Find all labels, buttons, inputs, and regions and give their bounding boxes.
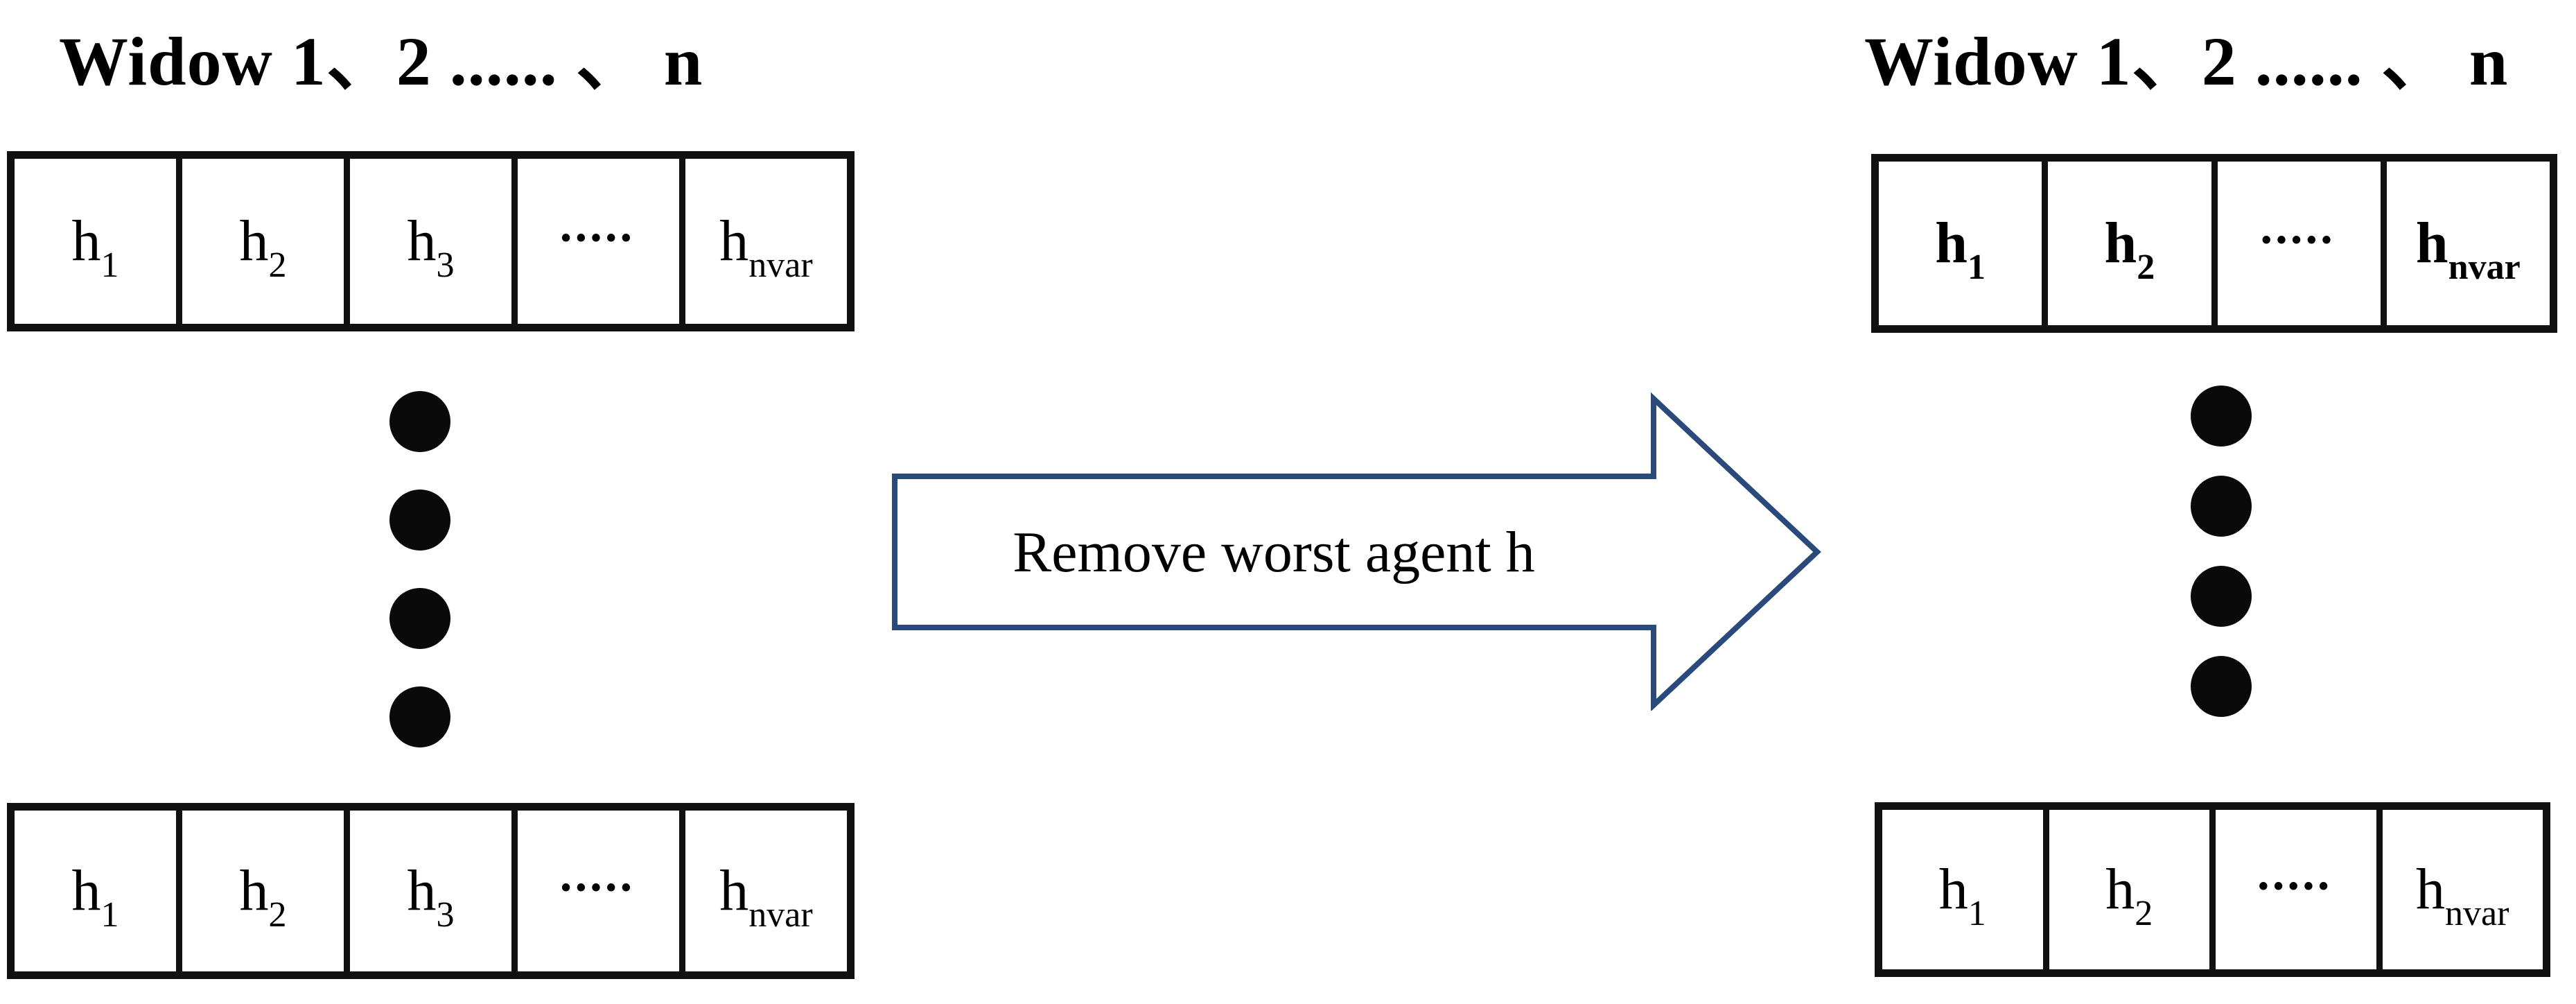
cell-subscript: 3 (436, 245, 455, 286)
horizontal-ellipsis-icon: ••••• (2261, 225, 2337, 257)
vertical-ellipsis-dot (389, 490, 450, 551)
cell-label: h2 (2105, 857, 2153, 932)
cell-label: h3 (407, 209, 454, 284)
cell-ellipsis: ••••• (511, 159, 679, 324)
left-top-agent-row: h1 h2 h3 ••••• hnvar (7, 151, 855, 331)
vertical-ellipsis-dot (2191, 656, 2252, 717)
cell-label: h2 (2104, 211, 2155, 286)
cell-base: h (239, 209, 269, 273)
process-arrow-icon (892, 392, 1821, 711)
right-windows-title: Widow 1、2 ...... 、 n (1864, 23, 2509, 100)
vertical-ellipsis-dot (389, 686, 450, 747)
cell-h1: h1 (1879, 162, 2042, 325)
cell-base: h (71, 209, 101, 273)
cell-subscript: 1 (1968, 894, 1986, 934)
cell-subscript: 2 (2135, 894, 2153, 934)
cell-h2: h2 (176, 159, 344, 324)
arrow-label: Remove worst agent h (1013, 519, 1535, 585)
cell-label: hnvar (719, 209, 813, 284)
cell-subscript: nvar (2448, 248, 2521, 288)
cell-h1: h1 (1882, 810, 2043, 969)
cell-subscript: nvar (2444, 894, 2509, 934)
vertical-ellipsis-dot (389, 588, 450, 649)
cell-base: h (407, 858, 437, 923)
cell-base: h (71, 858, 101, 923)
cell-ellipsis: ••••• (2209, 810, 2376, 969)
cell-base: h (719, 209, 749, 273)
cell-label: hnvar (719, 862, 813, 933)
cell-label: h1 (1938, 857, 1986, 932)
cell-ellipsis: ••••• (511, 811, 679, 971)
cell-base: h (239, 858, 269, 923)
vertical-ellipsis-dot (2191, 476, 2252, 537)
left-bottom-agent-row: h1 h2 h3 ••••• hnvar (7, 803, 855, 979)
horizontal-ellipsis-icon: ••••• (561, 872, 636, 904)
cell-label: h1 (1935, 211, 1986, 286)
horizontal-ellipsis-icon: ••••• (2258, 871, 2334, 903)
cell-subscript: nvar (748, 895, 813, 935)
block-arrow-shape (892, 392, 1821, 711)
cell-base: h (2105, 857, 2135, 921)
cell-label: h2 (239, 862, 286, 933)
cell-hnvar: hnvar (2376, 810, 2543, 969)
cell-subscript: 1 (100, 245, 119, 286)
cell-base: h (1938, 857, 1968, 921)
cell-label: hnvar (2415, 211, 2521, 286)
cell-base: h (1935, 211, 1968, 275)
cell-ellipsis: ••••• (2211, 162, 2381, 325)
cell-label: h1 (71, 209, 119, 284)
right-top-agent-row: h1 h2 ••••• hnvar (1871, 154, 2557, 333)
left-windows-title: Widow 1、2 ...... 、 n (59, 23, 703, 100)
cell-subscript: 2 (2137, 248, 2155, 288)
vertical-ellipsis-dot (2191, 386, 2252, 447)
vertical-ellipsis-dot (2191, 566, 2252, 627)
horizontal-ellipsis-icon: ••••• (561, 223, 636, 254)
cell-hnvar: hnvar (679, 811, 847, 971)
cell-subscript: 1 (100, 895, 119, 935)
cell-h1: h1 (15, 159, 176, 324)
cell-subscript: 1 (1967, 248, 1986, 288)
cell-hnvar: hnvar (2380, 162, 2550, 325)
cell-h2: h2 (2042, 162, 2211, 325)
left-vertical-ellipsis (389, 391, 450, 747)
cell-subscript: nvar (748, 245, 813, 286)
cell-h3: h3 (344, 159, 511, 324)
cell-label: hnvar (2415, 857, 2509, 932)
right-bottom-agent-row: h1 h2 ••••• hnvar (1875, 802, 2550, 977)
cell-label: h3 (407, 862, 454, 933)
cell-h2: h2 (2042, 810, 2210, 969)
cell-subscript: 2 (268, 895, 287, 935)
cell-base: h (719, 858, 749, 923)
right-vertical-ellipsis (2191, 386, 2252, 717)
cell-subscript: 3 (436, 895, 455, 935)
cell-subscript: 2 (268, 245, 287, 286)
cell-h1: h1 (15, 811, 176, 971)
cell-base: h (2415, 857, 2445, 921)
cell-h3: h3 (344, 811, 511, 971)
cell-base: h (2415, 211, 2448, 275)
cell-h2: h2 (176, 811, 344, 971)
vertical-ellipsis-dot (389, 391, 450, 452)
cell-label: h2 (239, 209, 286, 284)
cell-label: h1 (71, 862, 119, 933)
cell-base: h (2104, 211, 2137, 275)
cell-hnvar: hnvar (679, 159, 847, 324)
cell-base: h (407, 209, 437, 273)
